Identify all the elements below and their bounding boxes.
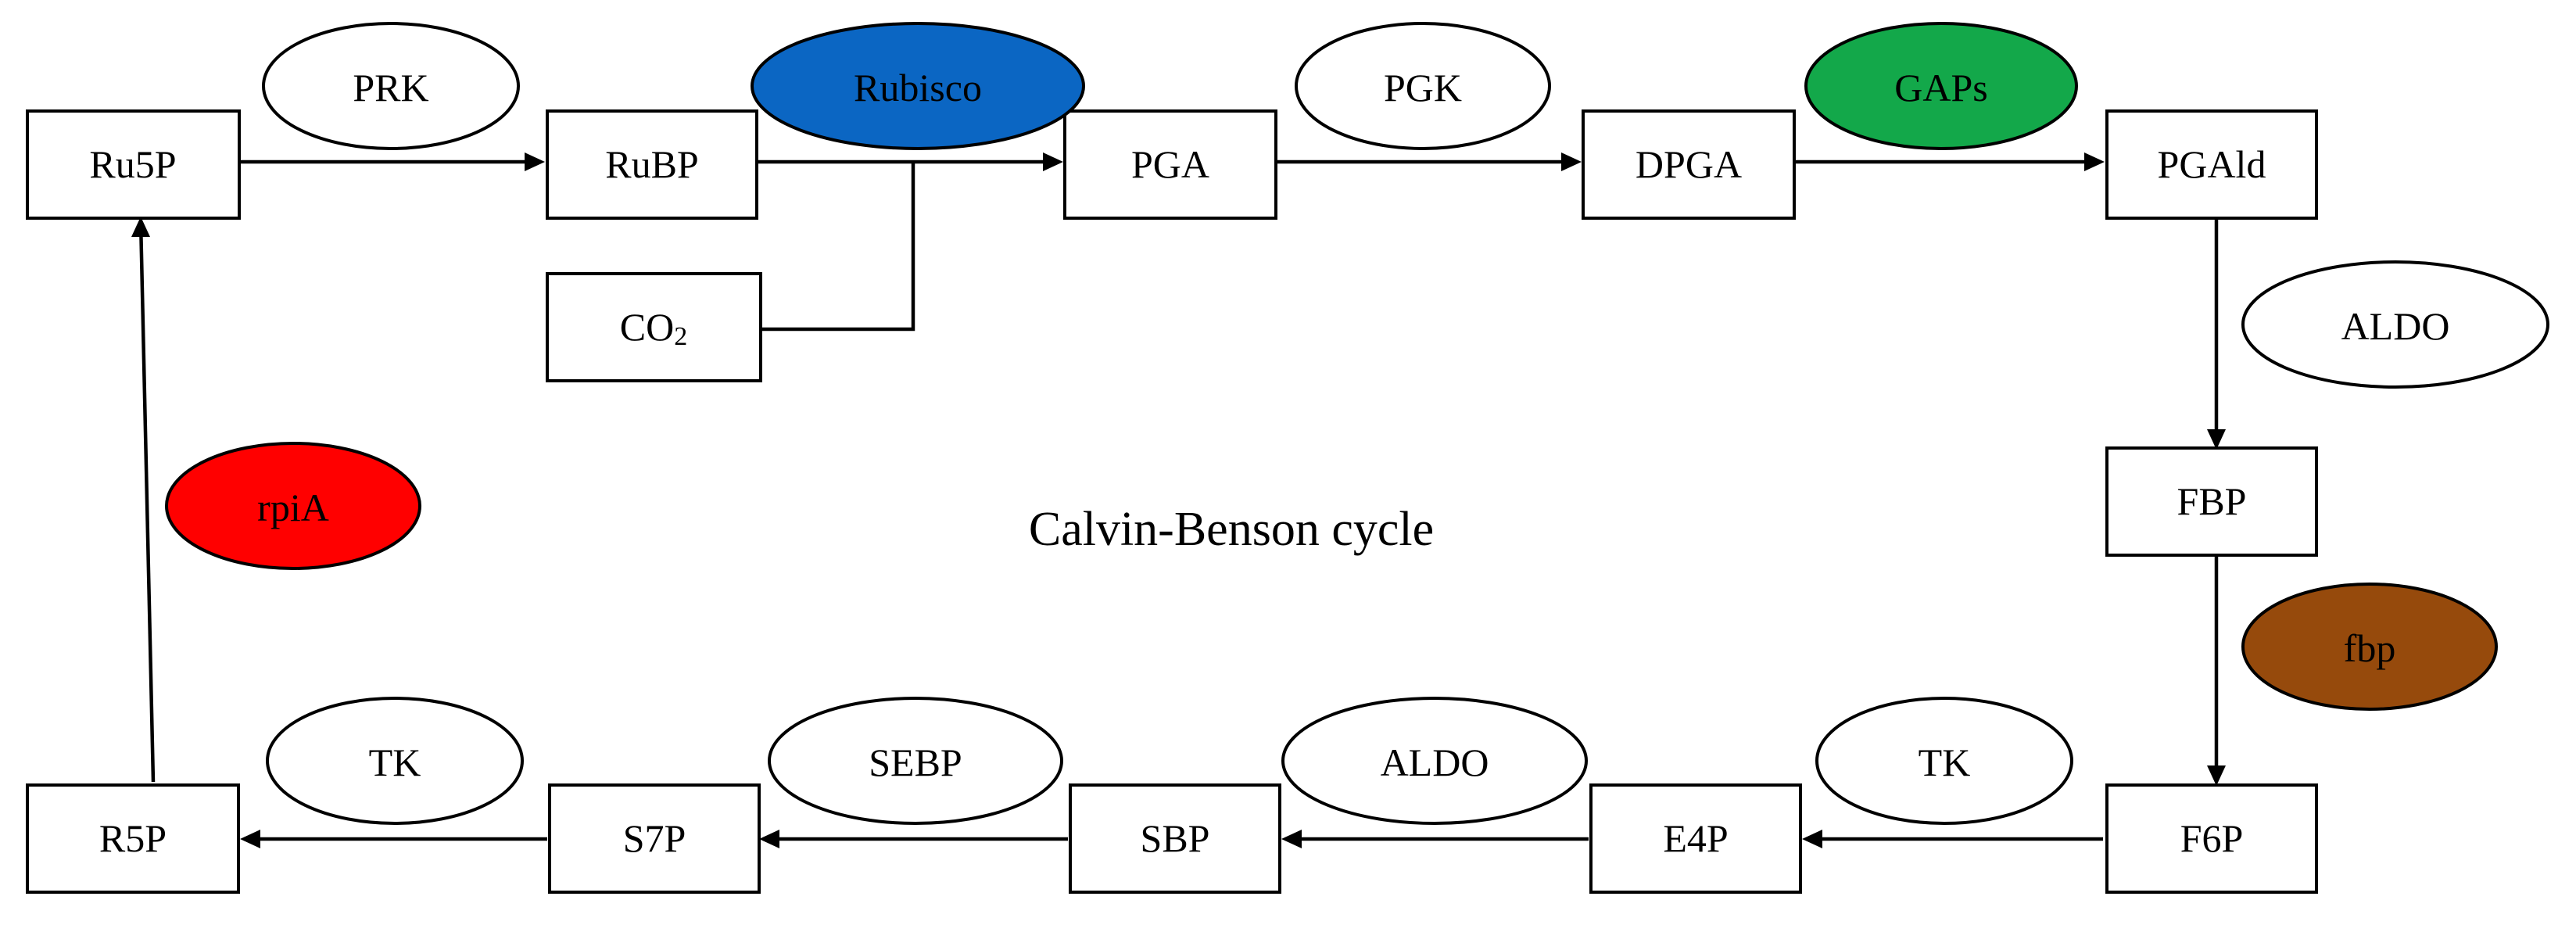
node-f6p[interactable]: F6P	[2105, 783, 2318, 894]
enzyme-sebp-shape	[768, 697, 1063, 825]
arrowhead-ru5p	[131, 217, 150, 237]
node-r5p-label: R5P	[99, 816, 167, 860]
co2-subscript: 2	[674, 322, 687, 351]
co2-base: CO	[620, 305, 674, 349]
enzyme-tk-left[interactable]: TK	[266, 697, 524, 825]
enzyme-sebp[interactable]: SEBP	[768, 697, 1063, 825]
arrowhead-fbp	[2207, 429, 2226, 450]
node-ru5p[interactable]: Ru5P	[26, 109, 241, 220]
node-e4p-label: E4P	[1663, 816, 1728, 860]
enzyme-gaps[interactable]: GAPs	[1804, 22, 2078, 150]
enzyme-fbp-shape	[2241, 583, 2498, 711]
enzyme-prk-shape	[262, 22, 520, 150]
edge-r5p-ru5p	[138, 220, 156, 783]
node-pga[interactable]: PGA	[1063, 109, 1277, 220]
node-fbp[interactable]: FBP	[2105, 446, 2318, 557]
node-pgald[interactable]: PGAld	[2105, 109, 2318, 220]
enzyme-tk-left-label: TK	[369, 740, 421, 784]
arrowhead-f6p	[2207, 765, 2226, 786]
node-dpga-label: DPGA	[1636, 142, 1742, 186]
node-dpga[interactable]: DPGA	[1582, 109, 1796, 220]
enzyme-pgk-shape	[1295, 22, 1551, 150]
node-sbp-label: SBP	[1141, 816, 1210, 860]
enzyme-aldo-upper[interactable]: ALDO	[2241, 260, 2549, 389]
diagram-title: Calvin-Benson cycle	[1029, 503, 1434, 556]
enzyme-rpia[interactable]: rpiA	[165, 442, 421, 570]
node-sbp[interactable]: SBP	[1069, 783, 1281, 894]
arrowheads	[131, 152, 2226, 848]
edge-co2-join	[762, 162, 915, 332]
enzyme-gaps-shape	[1804, 22, 2078, 150]
enzyme-aldo-lower-label: ALDO	[1381, 740, 1489, 784]
node-pga-label: PGA	[1131, 142, 1209, 186]
enzyme-rubisco-shape	[751, 22, 1085, 150]
enzyme-prk-label: PRK	[353, 66, 428, 109]
enzyme-gaps-label: GAPs	[1894, 66, 1987, 109]
node-r5p[interactable]: R5P	[26, 783, 240, 894]
node-f6p-label: F6P	[2180, 816, 2244, 860]
enzyme-tk-right[interactable]: TK	[1815, 697, 2073, 825]
enzyme-rpia-shape	[165, 442, 421, 570]
arrowhead-sbp	[1281, 830, 1302, 848]
node-co2-label: CO2	[620, 305, 687, 351]
arrowhead-e4p	[1802, 830, 1822, 848]
enzyme-sebp-label: SEBP	[869, 740, 962, 784]
edges	[138, 160, 2219, 841]
arrowhead-s7p	[759, 830, 779, 848]
arrowhead-dpga	[1561, 152, 1582, 171]
arrowhead-pgald	[2084, 152, 2105, 171]
enzyme-fbp-label: fbp	[2344, 626, 2396, 670]
node-e4p[interactable]: E4P	[1589, 783, 1802, 894]
enzyme-tk-right-shape	[1815, 697, 2073, 825]
enzyme-tk-right-label: TK	[1919, 740, 1971, 784]
enzyme-aldo-upper-label: ALDO	[2341, 304, 2450, 348]
enzyme-tk-left-shape	[266, 697, 524, 825]
arrowhead-r5p	[240, 830, 260, 848]
arrowhead-pga	[1043, 152, 1063, 171]
enzyme-pgk[interactable]: PGK	[1295, 22, 1551, 150]
enzyme-aldo-lower[interactable]: ALDO	[1281, 697, 1588, 825]
enzyme-fbp[interactable]: fbp	[2241, 583, 2498, 711]
enzyme-rubisco-label: Rubisco	[854, 66, 982, 109]
node-rubp[interactable]: RuBP	[546, 109, 758, 220]
enzyme-rubisco[interactable]: Rubisco	[751, 22, 1085, 150]
node-fbp-label: FBP	[2177, 479, 2247, 523]
enzyme-prk[interactable]: PRK	[262, 22, 520, 150]
enzyme-pgk-label: PGK	[1384, 66, 1462, 109]
node-ru5p-label: Ru5P	[89, 142, 176, 186]
node-s7p-label: S7P	[623, 816, 686, 860]
node-pgald-label: PGAld	[2158, 142, 2266, 186]
arrowhead-rubp	[525, 152, 545, 171]
node-s7p[interactable]: S7P	[548, 783, 761, 894]
enzyme-rpia-label: rpiA	[257, 486, 329, 529]
enzyme-aldo-lower-shape	[1281, 697, 1588, 825]
node-rubp-label: RuBP	[605, 142, 699, 186]
node-co2[interactable]: CO2	[546, 272, 762, 382]
enzyme-aldo-upper-shape	[2241, 260, 2549, 389]
